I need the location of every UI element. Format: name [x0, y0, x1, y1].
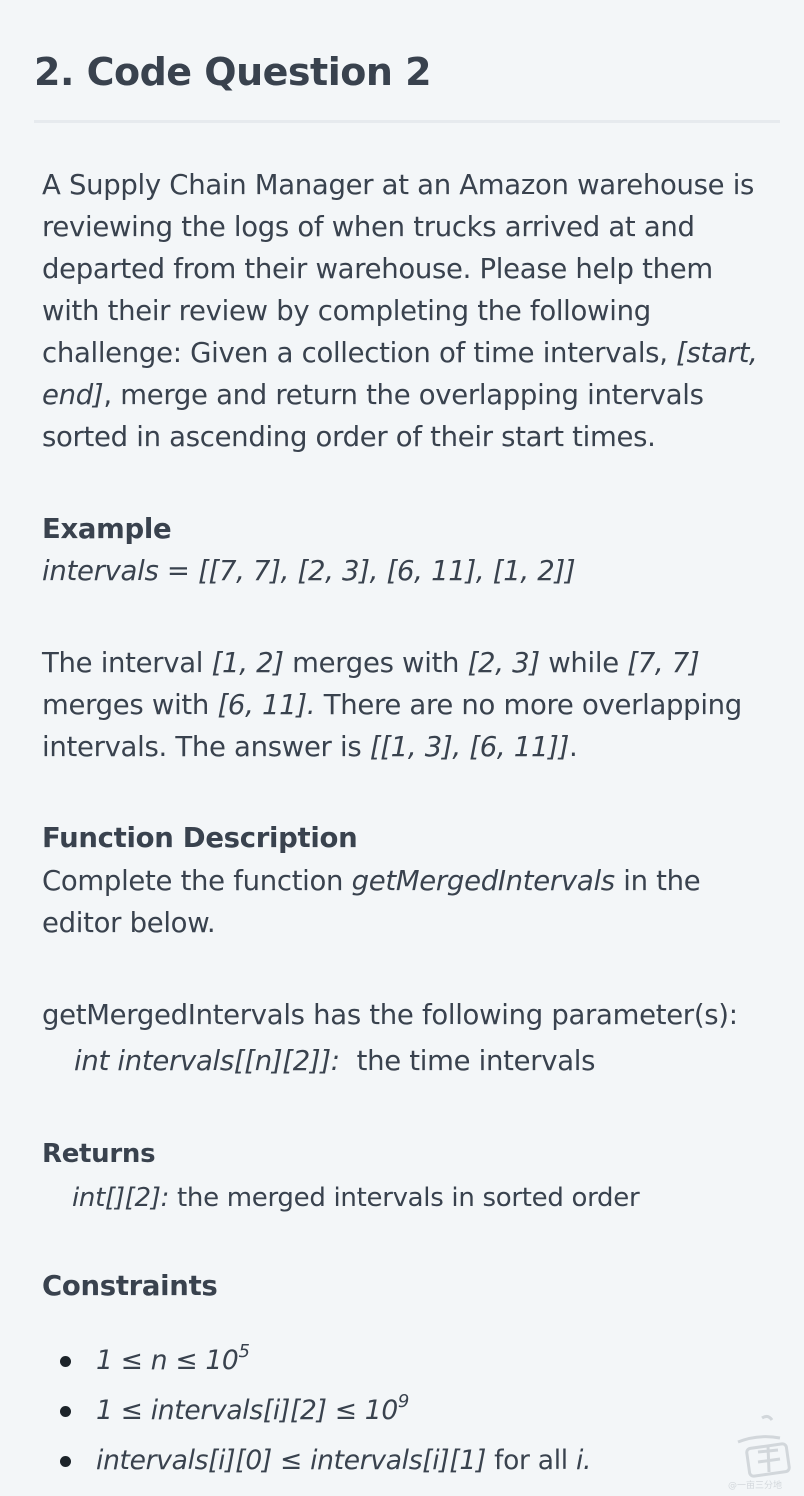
title-divider [34, 120, 780, 123]
function-description-text: Complete the function getMergedIntervals… [42, 860, 777, 944]
constraint-item: 1 ≤ intervals[i][2] ≤ 109 [42, 1386, 591, 1436]
description-text-1: A Supply Chain Manager at an Amazon ware… [42, 169, 755, 369]
function-desc-text: in the editor below. [42, 865, 701, 939]
constraint-exponent: 9 [397, 1391, 410, 1412]
function-desc-text: Complete the function [42, 865, 352, 897]
watermark: @一亩三分地 [728, 1412, 800, 1492]
constraint-text: for all [485, 1445, 576, 1476]
parameter-signature: int intervals[[n][2]]: [74, 1045, 340, 1077]
explain-interval: [2, 3] [467, 647, 540, 679]
function-description-heading: Function Description [42, 822, 358, 854]
returns-description: the merged intervals in sorted order [169, 1183, 640, 1213]
example-explanation: The interval [1, 2] merges with [2, 3] w… [42, 642, 777, 768]
constraints-list: 1 ≤ n ≤ 105 1 ≤ intervals[i][2] ≤ 109 in… [42, 1336, 591, 1486]
parameter-description: the time intervals [339, 1045, 596, 1077]
returns-signature: int[][2]: [72, 1183, 170, 1213]
explain-interval: [6, 11]. [217, 689, 316, 721]
explain-text: The interval [42, 647, 212, 679]
constraint-item: intervals[i][0] ≤ intervals[i][1] for al… [42, 1436, 591, 1486]
stamp-logo-icon: @一亩三分地 [728, 1414, 791, 1491]
explain-interval: [1, 2] [211, 647, 284, 679]
constraint-variable: i. [575, 1445, 592, 1476]
constraint-text: 1 ≤ n ≤ 10 [96, 1345, 239, 1376]
question-title: 2. Code Question 2 [34, 50, 432, 94]
returns-item: int[][2]: the merged intervals in sorted… [72, 1177, 772, 1219]
description-interval-notation: [start, end] [42, 337, 758, 411]
explain-answer: [[1, 3], [6, 11]] [369, 731, 570, 763]
example-input-value: intervals = [[7, 7], [2, 3], [6, 11], [1… [42, 555, 576, 587]
explain-text: merges with [42, 689, 218, 721]
constraint-exponent: 5 [238, 1341, 250, 1362]
constraints-heading: Constraints [42, 1270, 218, 1302]
function-name: getMergedIntervals [351, 865, 615, 897]
parameters-intro: getMergedIntervals has the following par… [42, 999, 738, 1031]
explain-text: while [539, 647, 628, 679]
watermark-caption: @一亩三分地 [728, 1479, 782, 1491]
description-text-2: , merge and return the overlapping inter… [42, 379, 704, 453]
problem-description: A Supply Chain Manager at an Amazon ware… [42, 164, 777, 458]
explain-interval: [7, 7] [627, 647, 700, 679]
constraint-text: 1 ≤ intervals[i][2] ≤ 10 [96, 1395, 398, 1426]
example-heading: Example [42, 513, 172, 545]
explain-text: There are no more overlapping intervals.… [42, 689, 742, 763]
explain-text: . [569, 731, 578, 763]
constraint-item: 1 ≤ n ≤ 105 [42, 1336, 591, 1386]
constraint-text: intervals[i][0] ≤ intervals[i][1] [96, 1445, 486, 1476]
explain-text: merges with [283, 647, 468, 679]
example-input: intervals = [[7, 7], [2, 3], [6, 11], [1… [42, 550, 777, 592]
parameter-item: int intervals[[n][2]]: the time interval… [74, 1040, 774, 1082]
returns-heading: Returns [42, 1139, 156, 1169]
